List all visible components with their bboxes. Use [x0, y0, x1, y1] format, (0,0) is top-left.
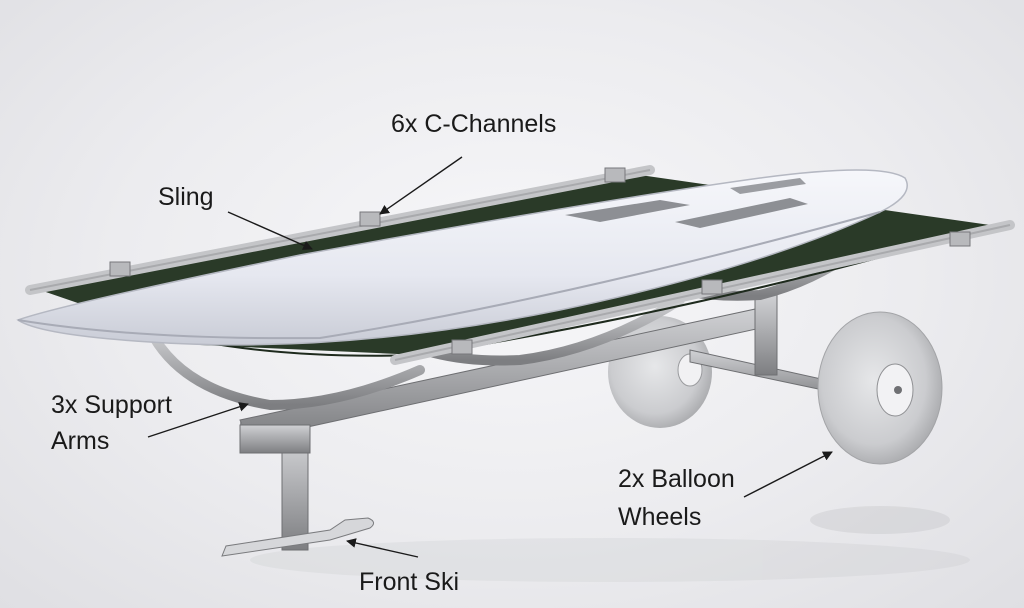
label-sling: Sling	[158, 183, 214, 211]
label-support-arms-line1: 3x Support	[51, 391, 172, 419]
arrow-support-arms	[147, 402, 249, 438]
label-balloon-wheels-line2: Wheels	[618, 503, 702, 531]
surfboard	[16, 169, 908, 346]
label-balloon-wheels-line1: 2x Balloon	[618, 465, 735, 493]
front-balloon-wheel	[817, 311, 943, 465]
floor-reflection	[250, 506, 970, 582]
arrow-c-channels	[379, 156, 463, 215]
label-front-ski: Front Ski	[359, 568, 460, 596]
label-c-channels: 6x C-Channels	[391, 110, 557, 138]
front-ski-assembly	[221, 424, 374, 557]
arrow-front-ski	[346, 538, 419, 558]
callout-arrows	[147, 156, 833, 558]
arrow-sling	[227, 211, 313, 250]
label-support-arms-line2: Arms	[51, 427, 110, 455]
c-channel-rails	[25, 165, 1015, 365]
arrow-balloon-wheels	[743, 451, 833, 498]
